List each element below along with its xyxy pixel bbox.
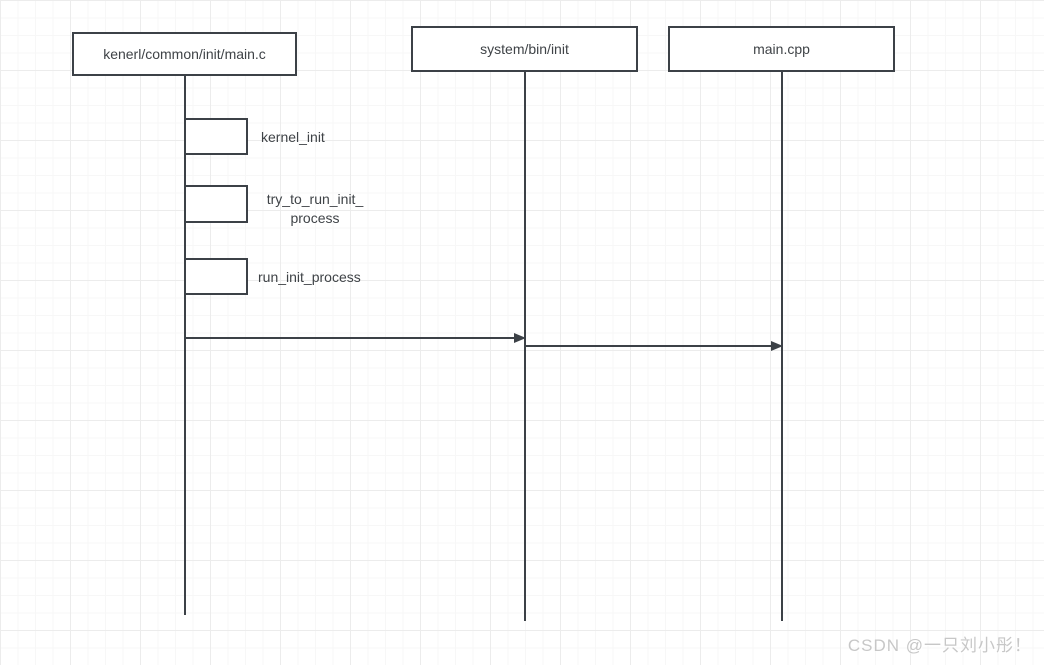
activation-label-kernel-init: kernel_init <box>261 129 325 145</box>
activation-label-try-to-run-init-process: try_to_run_init_ process <box>266 191 364 226</box>
message-arrow-to-system-bin-init <box>186 337 515 339</box>
activation-box-kernel-init <box>184 118 248 155</box>
lifeline-head-system-bin-init: system/bin/init <box>411 26 638 72</box>
lifeline-line-kernel-main-c <box>184 76 186 615</box>
message-arrow-to-main-cpp <box>525 345 772 347</box>
arrowhead-icon <box>514 333 526 343</box>
arrowhead-icon <box>771 341 783 351</box>
lifeline-label: kenerl/common/init/main.c <box>103 46 266 62</box>
lifeline-label: system/bin/init <box>480 41 569 57</box>
lifeline-label: main.cpp <box>753 41 810 57</box>
activation-box-try-to-run-init-process <box>184 185 248 223</box>
activation-box-run-init-process <box>184 258 248 295</box>
activation-label-run-init-process: run_init_process <box>258 269 361 285</box>
lifeline-head-kernel-main-c: kenerl/common/init/main.c <box>72 32 297 76</box>
csdn-watermark: CSDN @一只刘小彤！ <box>847 636 1032 655</box>
lifeline-head-main-cpp: main.cpp <box>668 26 895 72</box>
